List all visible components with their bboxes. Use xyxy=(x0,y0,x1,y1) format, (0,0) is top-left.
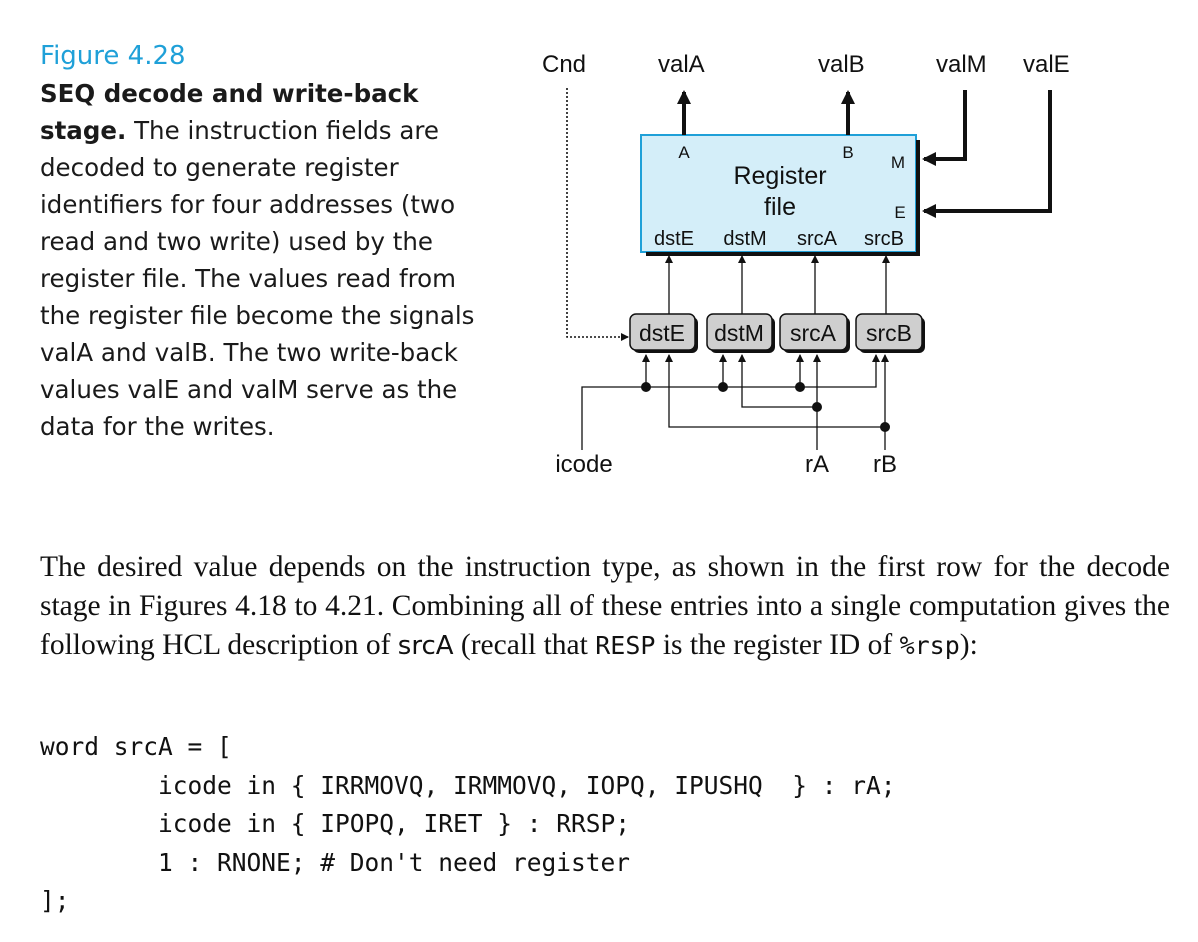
junction-icode-srca xyxy=(795,382,805,392)
label-rb: rB xyxy=(873,451,897,478)
prose-rsp: %rsp xyxy=(899,631,960,660)
port-a-label: A xyxy=(678,143,690,162)
register-file-title: Register xyxy=(733,162,826,190)
figure-number: Figure 4.28 xyxy=(40,41,186,71)
label-vale: valE xyxy=(1023,51,1070,78)
port-e-label: E xyxy=(894,203,905,222)
rb-wire xyxy=(665,354,886,450)
hcl-code-block: word srcA = [ icode in { IRRMOVQ, IRMMOV… xyxy=(40,728,896,921)
prose-part1: The desired value depends on the instruc… xyxy=(40,551,1170,661)
label-ra: rA xyxy=(805,451,829,478)
label-valb: valB xyxy=(818,51,865,78)
logic-block-dstm: dstM xyxy=(706,313,775,353)
register-file-subtitle: file xyxy=(764,193,796,221)
logic-dste-label: dstE xyxy=(639,320,685,346)
code-line: icode in { IPOPQ, IRET } : RRSP; xyxy=(40,809,631,838)
port-srcb-label: srcB xyxy=(864,228,904,250)
port-m-label: M xyxy=(891,153,905,172)
figure-caption: Figure 4.28 SEQ decode and write-back st… xyxy=(40,38,480,445)
logic-block-srcb: srcB xyxy=(855,313,925,353)
prose-resp: RESP xyxy=(595,631,656,660)
figure-caption-text: The instruction fields are decoded to ge… xyxy=(40,116,475,441)
prose-part2: (recall that xyxy=(453,629,596,661)
prose-srca: srcA xyxy=(397,631,454,661)
port-b-label: B xyxy=(842,143,853,162)
code-line: ]; xyxy=(40,886,70,915)
port-srca-label: srcA xyxy=(797,228,838,250)
label-icode: icode xyxy=(555,451,612,478)
port-dstm-label: dstM xyxy=(723,228,766,250)
junction-rb xyxy=(880,422,890,432)
prose-part3: is the register ID of xyxy=(655,629,900,661)
port-dste-label: dstE xyxy=(654,228,694,250)
label-valm: valM xyxy=(936,51,987,78)
code-line: 1 : RNONE; # Don't need register xyxy=(40,847,631,877)
icode-wire xyxy=(581,378,877,450)
junction-icode-dste xyxy=(641,382,651,392)
cnd-dotted-line xyxy=(566,88,629,341)
logic-block-dste: dstE xyxy=(629,313,698,353)
seq-decode-diagram: Cnd valA valB valM valE Register file A … xyxy=(542,51,1070,478)
junction-ra xyxy=(812,402,822,412)
vale-input-arrow xyxy=(922,90,1052,218)
junction-icode-dstm xyxy=(718,382,728,392)
logic-srcb-label: srcB xyxy=(866,320,912,346)
figure-title: SEQ decode and write-back stage. xyxy=(40,79,419,145)
ra-wire xyxy=(738,354,818,450)
label-vala: valA xyxy=(658,51,705,78)
code-line: icode in { IRRMOVQ, IRMMOVQ, IOPQ, IPUSH… xyxy=(40,770,896,800)
logic-srca-label: srcA xyxy=(790,320,837,346)
code-line: word srcA = [ xyxy=(40,732,232,761)
logic-block-srca: srcA xyxy=(779,313,850,353)
label-cnd: Cnd xyxy=(542,51,586,78)
body-paragraph: The desired value depends on the instruc… xyxy=(40,548,1170,666)
prose-part4: ): xyxy=(959,629,978,661)
valm-input-arrow xyxy=(922,90,967,166)
logic-dstm-label: dstM xyxy=(714,320,764,346)
